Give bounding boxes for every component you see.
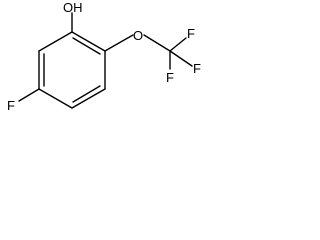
ring-bond-c3-c4 (71, 88, 106, 109)
bond-cf3-f-right (169, 50, 193, 67)
fluorine-bottom-label: F (166, 70, 174, 85)
bond-c5-f (18, 88, 40, 102)
substituent-bonds (18, 12, 193, 102)
ring-bond-c1-c2 (71, 31, 106, 52)
ring-double-bond-c3-c4 (72, 85, 101, 103)
bond-c2-o (104, 34, 134, 52)
ring-double-bond-c1-c2 (72, 37, 101, 55)
atom-labels: OH O F F F F (7, 0, 201, 113)
fluorine-ring-label: F (7, 98, 15, 113)
hydroxyl-label: OH (63, 0, 83, 15)
ether-oxygen-label: O (133, 28, 143, 43)
canvas-background (0, 0, 222, 136)
molecule-structure: OH O F F F F (0, 0, 222, 136)
benzene-ring (38, 31, 106, 109)
fluorine-top-label: F (187, 26, 195, 41)
ring-bond-c4-c5 (38, 88, 73, 109)
bond-cf3-f-top (169, 37, 187, 52)
ring-bond-c6-c1 (38, 31, 73, 52)
fluorine-right-label: F (193, 61, 201, 76)
bond-o-cf3 (143, 34, 171, 52)
